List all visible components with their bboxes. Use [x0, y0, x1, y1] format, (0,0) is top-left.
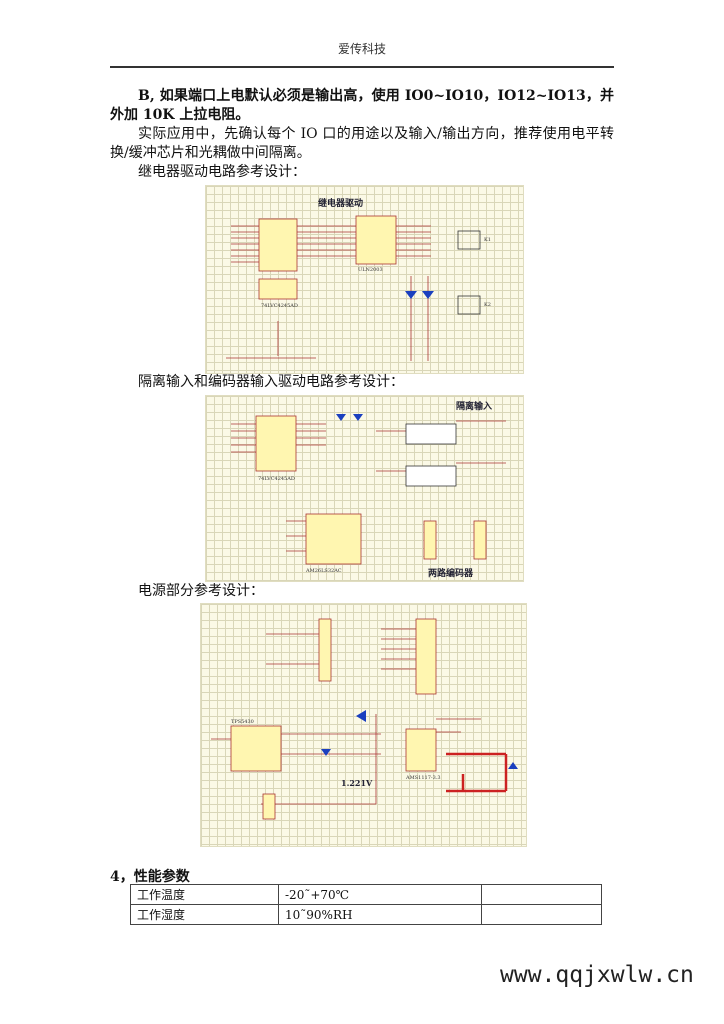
paragraph-isolation-advice: 实际应用中，先确认每个 IO 口的用途以及输入/输出方向，推荐使用电平转换/缓冲… — [110, 126, 614, 161]
intro-text: B, 如果端口上电默认必须是输出高，使用 IO0~IO10，IO12~IO13，… — [110, 87, 614, 182]
table-row: 工作温度 -20˜+70℃ — [130, 884, 602, 905]
page-header: 爱传科技 — [337, 42, 386, 56]
relay-schematic-title: 继电器驱动 — [318, 199, 364, 209]
relay-chip1-label: 74LVC4245AD — [261, 303, 298, 309]
table-cell: 工作温度 — [130, 884, 279, 905]
isolation-schematic-drawing: 74LVC4245AD AM26LS32AC — [231, 414, 506, 574]
power-chip1-label: TPS5430 — [231, 719, 254, 725]
table-cell: 10˜90%RH — [278, 904, 482, 925]
power-schematic: TPS5430 AMS1117-3.3 1.221V — [200, 603, 527, 847]
performance-table: 工作温度 -20˜+70℃ 工作湿度 10˜90%RH — [130, 884, 602, 925]
caption-isolation: 隔离输入和编码器输入驱动电路参考设计： — [138, 374, 404, 390]
relay-k1-label: K1 — [484, 237, 491, 243]
isolation-schematic: 74LVC4245AD AM26LS32AC 隔离输入 两路编码器 — [205, 395, 524, 582]
isolation-schematic-title: 隔离输入 — [456, 402, 493, 412]
relay-schematic-drawing: 74LVC4245AD ULN2003 K1 K2 — [226, 215, 491, 361]
watermark: www.qqjxwlw.cn — [500, 962, 694, 988]
encoder-schematic-title: 两路编码器 — [428, 569, 474, 579]
isolation-chip1-label: 74LVC4245AD — [258, 476, 295, 482]
power-schematic-drawing: TPS5430 AMS1117-3.3 1.221V — [211, 618, 518, 820]
power-chip2-label: AMS1117-3.3 — [405, 775, 441, 781]
table-cell: -20˜+70℃ — [278, 884, 482, 905]
relay-k2-label: K2 — [484, 302, 491, 308]
header-rule — [110, 66, 614, 68]
section4-heading: 4，性能参数 — [110, 869, 190, 885]
table-cell: 工作湿度 — [130, 904, 279, 925]
caption-relay: 继电器驱动电路参考设计： — [138, 164, 306, 180]
caption-power: 电源部分参考设计： — [138, 583, 264, 599]
table-cell — [481, 904, 602, 925]
table-row: 工作湿度 10˜90%RH — [130, 904, 602, 925]
relay-schematic: 74LVC4245AD ULN2003 K1 K2 继电器驱动 — [205, 185, 524, 374]
relay-chip2-label: ULN2003 — [358, 267, 383, 273]
voltage-annotation: 1.221V — [341, 778, 373, 788]
table-cell — [481, 884, 602, 905]
isolation-chip2-label: AM26LS32AC — [305, 568, 342, 574]
paragraph-pullup-note: B, 如果端口上电默认必须是输出高，使用 IO0~IO10，IO12~IO13，… — [110, 88, 614, 123]
